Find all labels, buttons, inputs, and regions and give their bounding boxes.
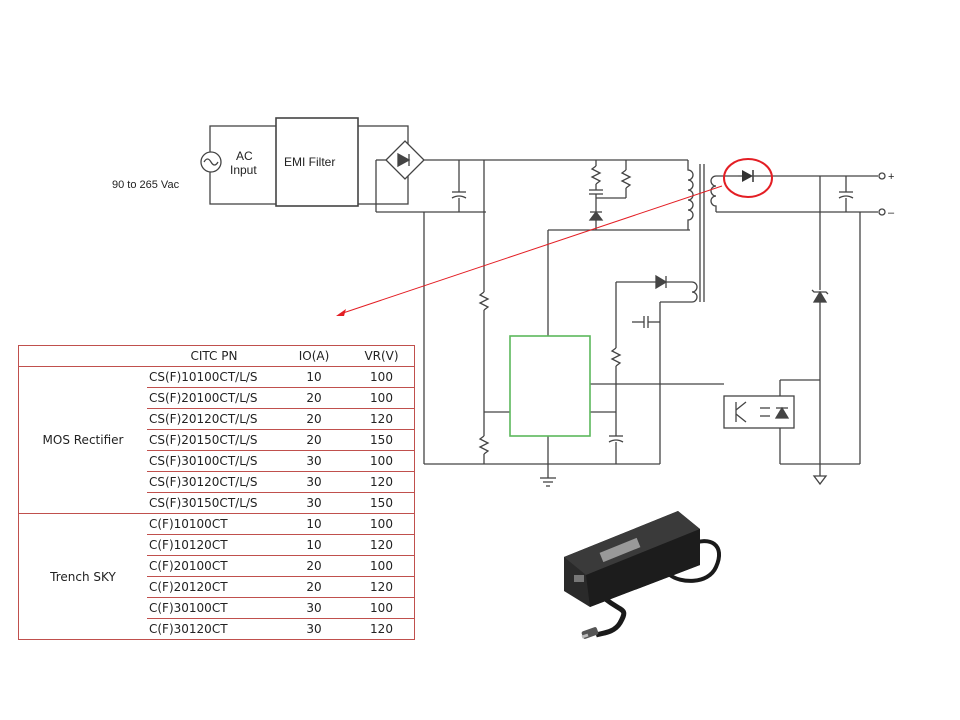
current-cell: 30 (279, 492, 349, 514)
current-cell: 10 (279, 366, 349, 388)
part-number-cell: CS(F)30120CT/L/S (147, 471, 279, 493)
part-number-cell: C(F)10100CT (147, 513, 279, 535)
power-adapter-image (564, 511, 722, 639)
current-cell: 20 (279, 387, 349, 409)
voltage-cell: 150 (349, 429, 415, 451)
ac-label-line1: AC (236, 149, 253, 163)
pointer-arrow (339, 185, 723, 315)
current-cell: 10 (279, 513, 349, 535)
emi-filter-box (275, 117, 359, 207)
part-number-cell: CS(F)30100CT/L/S (147, 450, 279, 472)
current-cell: 30 (279, 618, 349, 640)
table-header-row: CITC PN IO(A) VR(V) (18, 345, 415, 367)
voltage-cell: 100 (349, 450, 415, 472)
voltage-cell: 120 (349, 471, 415, 493)
part-number-cell: CS(F)30150CT/L/S (147, 492, 279, 514)
part-number-cell: CS(F)10100CT/L/S (147, 366, 279, 388)
part-number-cell: C(F)10120CT (147, 534, 279, 556)
optocoupler-box (723, 395, 795, 429)
part-number-cell: C(F)20100CT (147, 555, 279, 577)
part-number-cell: C(F)30120CT (147, 618, 279, 640)
voltage-cell: 120 (349, 534, 415, 556)
current-cell: 20 (279, 555, 349, 577)
emi-filter-label: EMI Filter (284, 155, 335, 169)
current-cell: 20 (279, 408, 349, 430)
part-number-cell: CS(F)20100CT/L/S (147, 387, 279, 409)
voltage-cell: 120 (349, 408, 415, 430)
resistor-icon (478, 291, 490, 311)
voltage-cell: 100 (349, 555, 415, 577)
voltage-cell: 100 (349, 387, 415, 409)
output-diode-icon (742, 170, 753, 182)
current-cell: 30 (279, 597, 349, 619)
transformer-secondary-icon (710, 175, 717, 212)
group-label: Trench SKY (18, 513, 147, 640)
header-vr: VR(V) (349, 345, 415, 367)
part-number-cell: C(F)20120CT (147, 576, 279, 598)
group-label: MOS Rectifier (18, 366, 147, 514)
part-number-cell: C(F)30100CT (147, 597, 279, 619)
voltage-cell: 120 (349, 618, 415, 640)
header-pn: CITC PN (147, 345, 279, 367)
zener-diode-icon (812, 290, 828, 303)
header-group-cell (18, 345, 147, 367)
transformer-primary-icon (687, 160, 694, 230)
pwm-controller-box (509, 335, 591, 437)
voltage-cell: 100 (349, 513, 415, 535)
highlight-circle (723, 158, 773, 198)
current-cell: 20 (279, 576, 349, 598)
voltage-cell: 100 (349, 597, 415, 619)
current-cell: 10 (279, 534, 349, 556)
part-number-cell: CS(F)20150CT/L/S (147, 429, 279, 451)
current-cell: 20 (279, 429, 349, 451)
voltage-cell: 150 (349, 492, 415, 514)
current-cell: 30 (279, 471, 349, 493)
voltage-cell: 120 (349, 576, 415, 598)
voltage-cell: 100 (349, 366, 415, 388)
header-io: IO(A) (279, 345, 349, 367)
output-plus-label: + (888, 171, 894, 183)
ac-label-line2: Input (230, 163, 257, 177)
part-number-cell: CS(F)20120CT/L/S (147, 408, 279, 430)
current-cell: 30 (279, 450, 349, 472)
output-minus-label: – (888, 207, 895, 219)
input-voltage-label: 90 to 265 Vac (112, 179, 180, 191)
